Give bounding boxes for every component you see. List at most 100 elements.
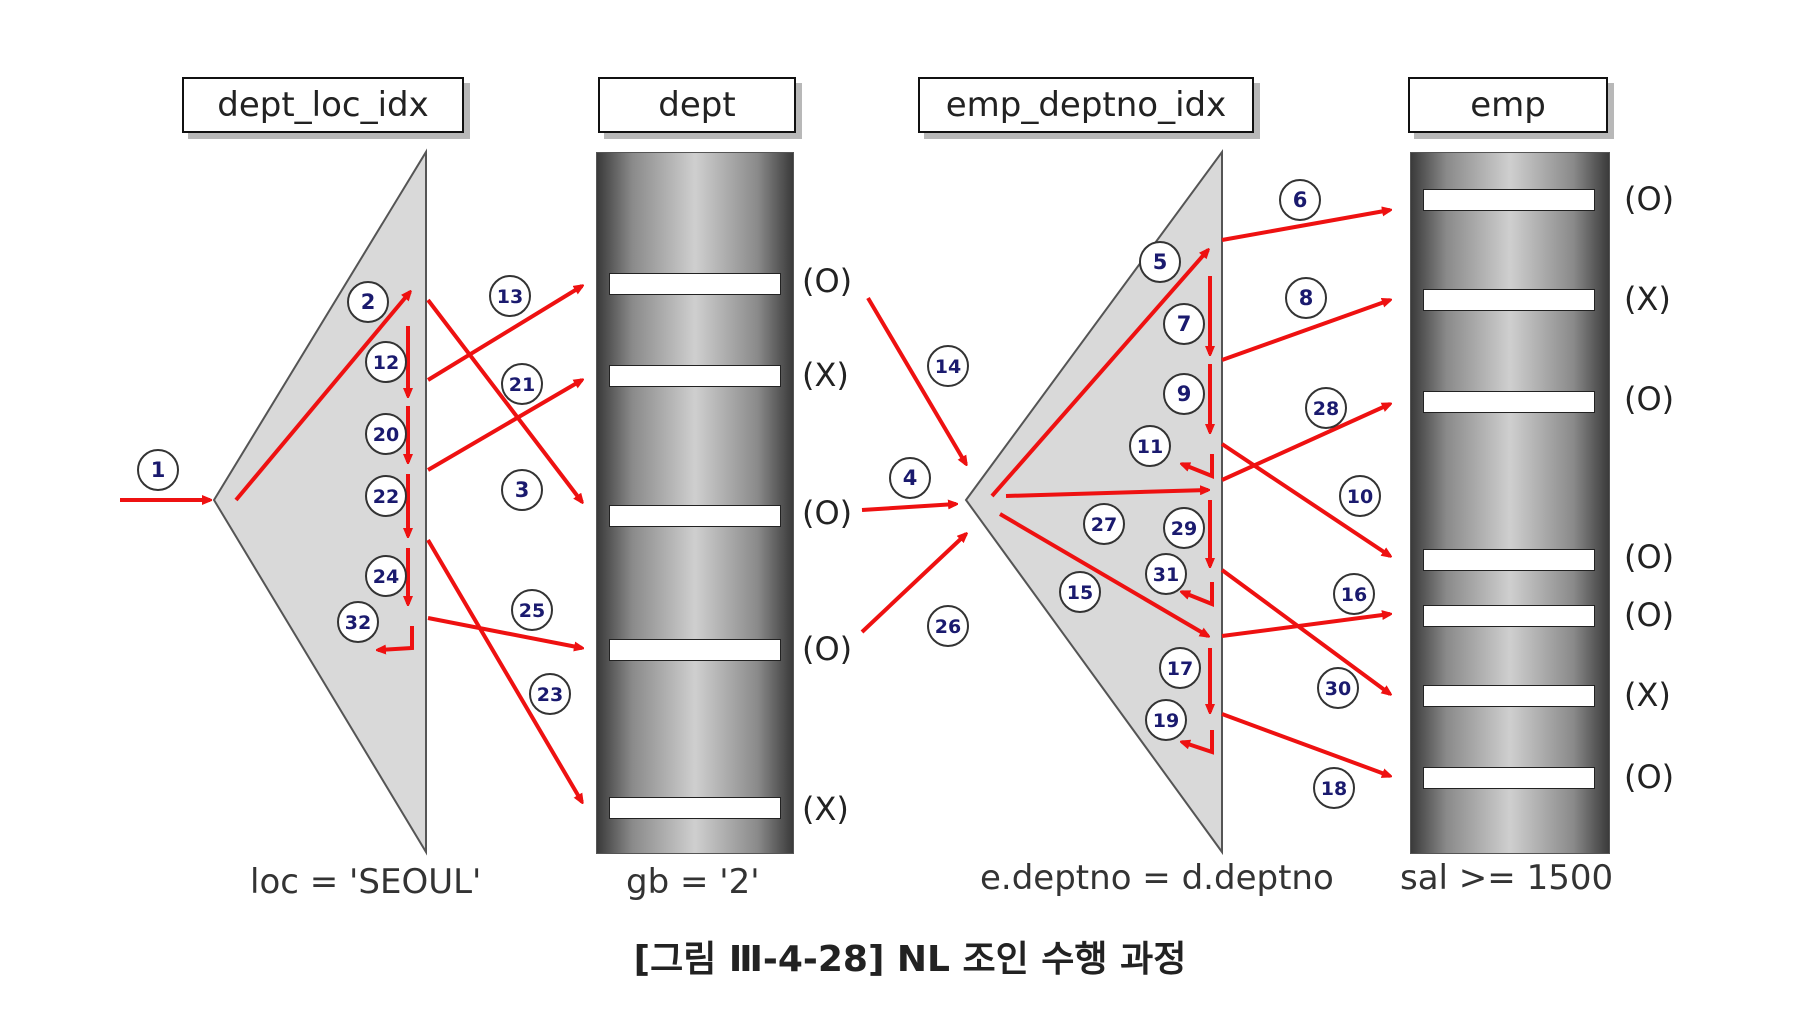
step-badge-circle (1285, 277, 1327, 319)
dept-mark-1: (O) (802, 262, 853, 300)
step-badge-circle (365, 475, 407, 517)
step-badge-label: 19 (1153, 710, 1179, 732)
emp-row-7 (1423, 767, 1595, 789)
step-badge-label: 8 (1299, 286, 1314, 310)
arrow (1221, 614, 1390, 638)
step-badge-circle (137, 449, 179, 491)
emp-row-1 (1423, 189, 1595, 211)
step-badge-11: 11 (1129, 425, 1171, 467)
step-badge-8: 8 (1285, 277, 1327, 319)
emp-mark-6: (X) (1624, 676, 1671, 714)
arrow (426, 298, 582, 502)
step-badge-15: 15 (1059, 571, 1101, 613)
step-badge-circle (1313, 767, 1355, 809)
step-badge-circle (1279, 179, 1321, 221)
arrow (998, 512, 1208, 636)
step-badge-label: 9 (1177, 382, 1192, 406)
dept-mark-3: (O) (802, 494, 853, 532)
step-badge-12: 12 (365, 341, 407, 383)
arrow (861, 504, 956, 512)
step-badge-24: 24 (365, 555, 407, 597)
step-badge-circle (1159, 647, 1201, 689)
step-badge-label: 30 (1325, 678, 1351, 700)
step-badge-label: 32 (345, 612, 371, 634)
step-badge-1: 1 (137, 449, 179, 491)
step-badge-circle (511, 589, 553, 631)
arrow (1221, 402, 1390, 482)
dept-row-2 (609, 365, 781, 387)
step-badge-30: 30 (1317, 667, 1359, 709)
condition-sal: sal >= 1500 (1400, 858, 1614, 898)
step-badge-14: 14 (927, 345, 969, 387)
step-badge-label: 7 (1177, 312, 1192, 336)
step-badge-label: 13 (497, 286, 523, 308)
step-badge-4: 4 (889, 457, 931, 499)
step-badge-7: 7 (1163, 303, 1205, 345)
emp-mark-1: (O) (1624, 180, 1675, 218)
step-badge-circle (1145, 553, 1187, 595)
step-badge-circle (1163, 373, 1205, 415)
emp-mark-4: (O) (1624, 538, 1675, 576)
arrow (1220, 442, 1390, 556)
emp-row-4 (1423, 549, 1595, 571)
condition-loc: loc = 'SEOUL' (250, 862, 482, 902)
step-badge-circle (1139, 241, 1181, 283)
arrow (426, 380, 582, 472)
step-badge-label: 23 (537, 684, 563, 706)
arrow (866, 296, 966, 464)
step-badge-28: 28 (1305, 387, 1347, 429)
step-badge-label: 3 (515, 478, 530, 502)
dept-loc-idx-triangle (212, 148, 427, 856)
step-badge-5: 5 (1139, 241, 1181, 283)
step-badge-circle (1145, 699, 1187, 741)
step-badge-label: 11 (1137, 436, 1163, 458)
step-badge-circle (347, 281, 389, 323)
step-badge-29: 29 (1163, 507, 1205, 549)
dept-row-4 (609, 639, 781, 661)
step-badge-label: 12 (373, 352, 399, 374)
arrow (427, 616, 582, 648)
arrow (1221, 300, 1390, 362)
step-badge-circle (365, 413, 407, 455)
step-badge-label: 28 (1313, 398, 1339, 420)
step-badge-31: 31 (1145, 553, 1187, 595)
step-badge-label: 17 (1167, 658, 1193, 680)
step-badge-25: 25 (511, 589, 553, 631)
step-badge-6: 6 (1279, 179, 1321, 221)
dept-row-3 (609, 505, 781, 527)
condition-join: e.deptno = d.deptno (980, 858, 1334, 898)
step-badge-circle (489, 275, 531, 317)
arrow (234, 292, 410, 502)
dept-row-1 (609, 273, 781, 295)
step-badge-circle (1059, 571, 1101, 613)
arrow (1220, 568, 1390, 694)
step-badge-circle (1333, 573, 1375, 615)
step-badge-label: 26 (935, 616, 961, 638)
step-badge-label: 10 (1347, 486, 1373, 508)
arrow (426, 538, 582, 802)
step-badge-circle (529, 673, 571, 715)
step-badge-circle (365, 555, 407, 597)
step-badge-circle (1339, 475, 1381, 517)
emp-row-3 (1423, 391, 1595, 413)
step-badge-26: 26 (927, 605, 969, 647)
emp-mark-7: (O) (1624, 758, 1675, 796)
arrow (1221, 210, 1390, 242)
condition-gb: gb = '2' (626, 862, 760, 902)
step-badge-label: 2 (361, 290, 376, 314)
step-badge-9: 9 (1163, 373, 1205, 415)
step-badge-circle (365, 341, 407, 383)
step-badge-circle (1129, 425, 1171, 467)
header-dept-loc-idx: dept_loc_idx (182, 77, 464, 133)
arrow (990, 250, 1208, 498)
step-badge-label: 29 (1171, 518, 1197, 540)
step-badge-circle (1163, 507, 1205, 549)
step-badge-27: 27 (1083, 503, 1125, 545)
step-badge-circle (927, 605, 969, 647)
step-badge-label: 22 (373, 486, 399, 508)
step-badge-circle (1083, 503, 1125, 545)
step-badge-18: 18 (1313, 767, 1355, 809)
